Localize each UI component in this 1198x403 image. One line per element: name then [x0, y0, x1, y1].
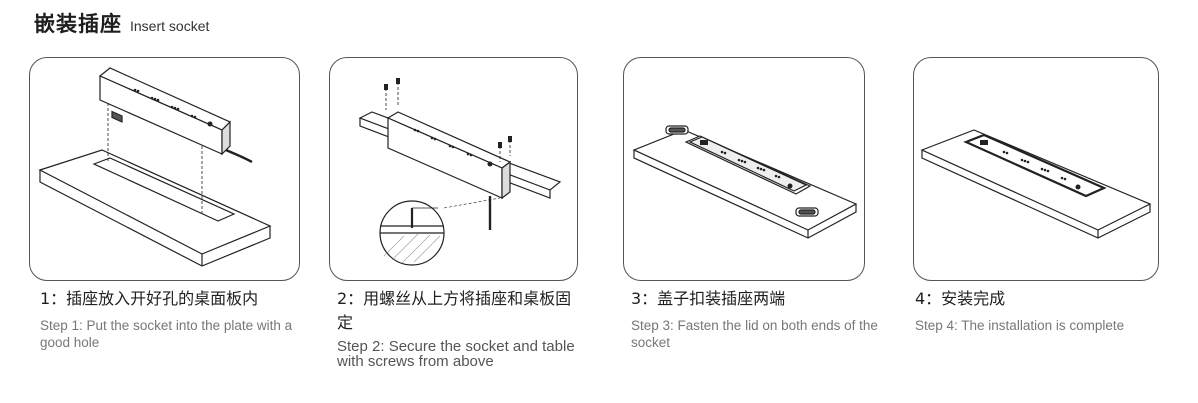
step-3-title: 3：盖子扣装插座两端: [631, 289, 786, 308]
page-header: 嵌装插座 Insert socket: [34, 8, 209, 38]
step-3-illustration: [623, 57, 865, 281]
socket-into-plate-diagram: [38, 67, 272, 267]
installation-complete-diagram: [920, 129, 1152, 239]
step-4-caption: 4：安装完成 Step 4: The installation is compl…: [915, 287, 1185, 334]
step-2-title: 2：用螺丝从上方将插座和桌板固定: [337, 289, 572, 332]
screw-fixing-diagram: [358, 78, 562, 266]
step-4-description: Step 4: The installation is complete: [915, 318, 1125, 333]
step-3-description: Step 3: Fasten the lid on both ends of t…: [631, 318, 878, 350]
step-2-illustration: [329, 57, 578, 281]
lid-fastening-diagram: [632, 125, 858, 239]
page-subtitle: Insert socket: [130, 18, 210, 34]
step-2-description: Step 2: Secure the socket and table with…: [337, 338, 575, 370]
step-2-caption: 2：用螺丝从上方将插座和桌板固定 Step 2: Secure the sock…: [337, 287, 587, 369]
step-1-illustration: [29, 57, 300, 281]
step-4-title: 4：安装完成: [915, 289, 1006, 308]
step-1-description: Step 1: Put the socket into the plate wi…: [40, 318, 293, 350]
step-4-illustration: [913, 57, 1159, 281]
step-1-caption: 1：插座放入开好孔的桌面板内 Step 1: Put the socket in…: [40, 287, 310, 351]
step-1-title: 1：插座放入开好孔的桌面板内: [40, 289, 259, 308]
step-3-caption: 3：盖子扣装插座两端 Step 3: Fasten the lid on bot…: [631, 287, 891, 351]
page-title: 嵌装插座: [34, 12, 122, 36]
